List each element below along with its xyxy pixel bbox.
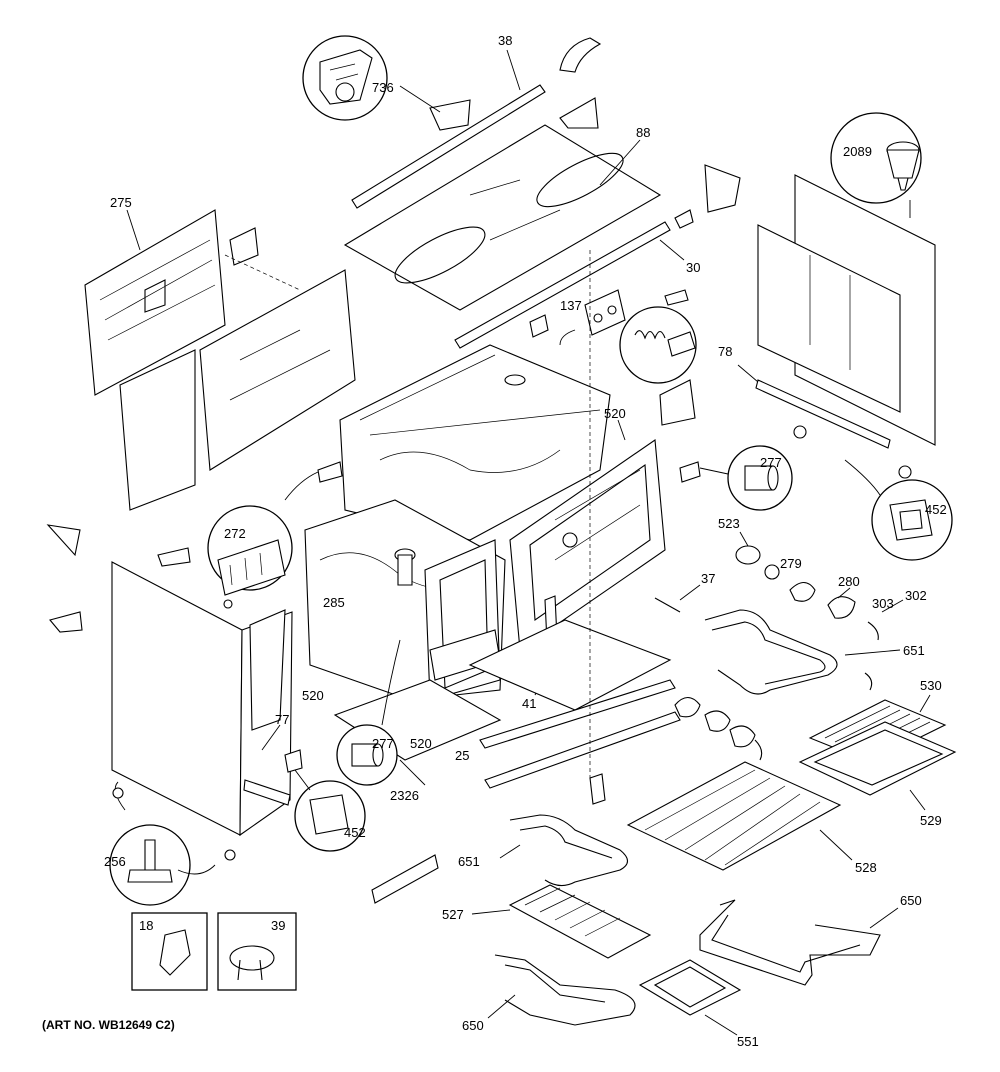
callout-25: 25 [455, 748, 469, 763]
part-279-socket [764, 564, 780, 580]
part-277-inset-upper [727, 445, 793, 511]
part-275-back-panel [84, 209, 226, 396]
part-651-element-upper [704, 609, 838, 695]
callout-279: 279 [780, 556, 802, 571]
callout-452-right: 452 [925, 502, 947, 517]
callout-41: 41 [522, 696, 536, 711]
callout-650-right: 650 [900, 893, 922, 908]
callout-302: 302 [905, 588, 927, 603]
part-18-inset [131, 912, 208, 991]
callout-285: 285 [323, 595, 345, 610]
part-corner-bracket [704, 164, 741, 213]
callout-651-upper: 651 [903, 643, 925, 658]
part-650-element-left [494, 954, 636, 1026]
callout-303: 303 [872, 596, 894, 611]
part-137-plate [529, 289, 626, 338]
art-number: (ART NO. WB12649 C2) [42, 1018, 175, 1032]
part-bottom-tray [468, 619, 672, 711]
callout-551: 551 [737, 1034, 759, 1049]
part-oven-cavity-upper [339, 344, 611, 541]
callout-529: 529 [920, 813, 942, 828]
callout-137: 137 [560, 298, 582, 313]
callout-527: 527 [442, 907, 464, 922]
part-small-bracket [559, 97, 599, 129]
callout-2326: 2326 [390, 788, 419, 803]
part-30-rail [454, 221, 671, 349]
part-lower-bracket [371, 854, 439, 904]
callout-736: 736 [372, 80, 394, 95]
part-272-inset [207, 505, 293, 596]
callout-88: 88 [636, 125, 650, 140]
part-736-inset [302, 35, 388, 121]
part-side-rail-2 [484, 711, 681, 789]
part-528-rack [626, 761, 842, 871]
callout-650-left: 650 [462, 1018, 484, 1033]
part-650-element-right [699, 899, 881, 986]
callout-528: 528 [855, 860, 877, 875]
part-280-bulb [789, 581, 816, 602]
callout-277-upper: 277 [760, 455, 782, 470]
part-39-inset [217, 912, 297, 991]
part-523-lens [735, 545, 761, 565]
callout-39: 39 [271, 918, 285, 933]
part-rear-panel [119, 269, 356, 511]
part-277-inset-lower [336, 724, 398, 786]
part-78-bracket [755, 379, 891, 449]
callout-78: 78 [718, 344, 732, 359]
callout-280: 280 [838, 574, 860, 589]
callout-77: 77 [275, 712, 289, 727]
part-520-front-frame [509, 439, 666, 651]
part-88-top-panel [343, 124, 662, 311]
callout-2089: 2089 [843, 144, 872, 159]
part-2089-inset [830, 112, 922, 204]
callout-452-lower: 452 [344, 825, 366, 840]
part-452-inset-right [871, 479, 953, 561]
callout-38: 38 [498, 33, 512, 48]
part-spring-inset [619, 306, 697, 384]
part-left-bracket-2 [49, 611, 83, 633]
part-303-cover [827, 596, 856, 619]
callout-530: 530 [920, 678, 942, 693]
callout-30: 30 [686, 260, 700, 275]
part-551-pan [638, 959, 742, 1016]
callout-37: 37 [701, 571, 715, 586]
callout-18: 18 [139, 918, 153, 933]
part-527-rack [508, 884, 652, 959]
part-37-probe [654, 597, 681, 613]
callout-277-lower: 277 [372, 736, 394, 751]
callout-272: 272 [224, 526, 246, 541]
part-452-inset-lower [294, 780, 366, 852]
part-right-side-panel [757, 174, 936, 446]
part-left-bracket-1 [46, 524, 81, 557]
part-side-rail-1 [479, 679, 676, 749]
callout-520-upper: 520 [604, 406, 626, 421]
part-38-rail [351, 84, 546, 209]
part-256-leveler-inset [109, 824, 191, 906]
part-529-pan [798, 721, 957, 796]
callout-256: 256 [104, 854, 126, 869]
callout-275: 275 [110, 195, 132, 210]
callout-520-lower-mid: 520 [410, 736, 432, 751]
part-651-element-lower [509, 814, 629, 887]
callout-520-lower-left: 520 [302, 688, 324, 703]
part-elbow-tube [559, 37, 602, 73]
callout-523: 523 [718, 516, 740, 531]
callout-651-lower: 651 [458, 854, 480, 869]
part-302-clip [867, 621, 879, 641]
